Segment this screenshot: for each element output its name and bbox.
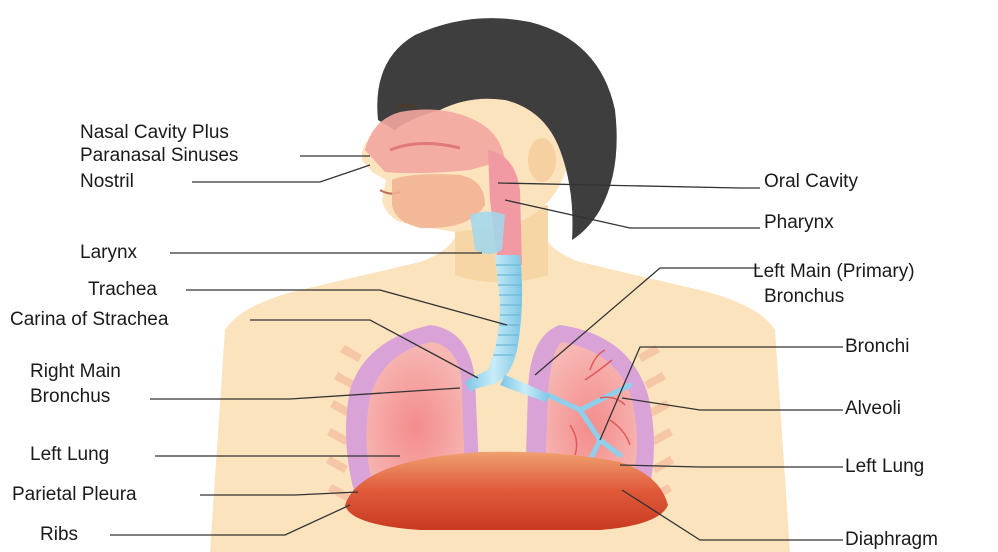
label-nasal-cavity-line2: Paranasal Sinuses: [80, 145, 238, 167]
label-nasal-cavity-line1: Nasal Cavity Plus: [80, 122, 229, 144]
label-larynx: Larynx: [80, 242, 137, 264]
label-right-main-bronchus-line2: Bronchus: [30, 386, 110, 408]
label-left-lung-left: Left Lung: [30, 444, 109, 466]
label-left-lung-right: Left Lung: [845, 456, 924, 478]
label-alveoli: Alveoli: [845, 398, 901, 420]
label-diaphragm: Diaphragm: [845, 529, 938, 551]
label-right-main-bronchus-line1: Right Main: [30, 361, 121, 383]
label-left-main-bronchus-line2: Bronchus: [764, 286, 844, 308]
label-parietal-pleura: Parietal Pleura: [12, 484, 137, 506]
label-nostril: Nostril: [80, 171, 134, 193]
label-pharynx: Pharynx: [764, 212, 834, 234]
label-left-main-bronchus-line1: Left Main (Primary): [753, 261, 915, 283]
label-carina: Carina of Strachea: [10, 309, 168, 331]
label-ribs: Ribs: [40, 524, 78, 546]
label-trachea: Trachea: [88, 279, 157, 301]
label-bronchi: Bronchi: [845, 336, 909, 358]
larynx: [470, 212, 505, 255]
label-oral-cavity: Oral Cavity: [764, 171, 858, 193]
ear: [528, 138, 556, 182]
